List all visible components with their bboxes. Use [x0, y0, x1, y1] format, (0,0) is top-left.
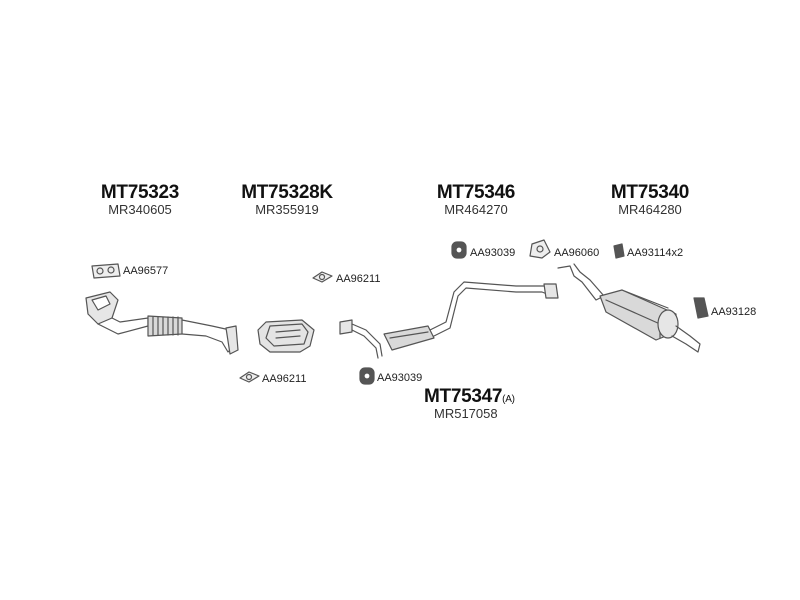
part-mt75323: MT75323 MR340605 — [88, 182, 192, 217]
part-number: MT75347 — [424, 386, 503, 407]
clamp-aa93114-icon — [613, 243, 625, 259]
accessory-label: AA96060 — [554, 247, 600, 259]
accessory-label: AA96211 — [262, 373, 307, 385]
part-number: MT75346 — [436, 182, 516, 203]
catalytic-converter-icon — [257, 319, 315, 353]
part-number: MT75340 — [610, 182, 690, 203]
accessory-label: AA96211 — [336, 273, 381, 285]
part-mt75328k: MT75328K MR355919 — [228, 182, 346, 217]
gasket-aa96577-icon — [91, 263, 121, 279]
hanger-aa93128-icon — [693, 297, 709, 319]
oem-number: MR464280 — [618, 202, 682, 217]
oem-number: MR355919 — [255, 202, 319, 217]
part-suffix: (A) — [502, 394, 515, 405]
part-mt75340: MT75340 MR464280 — [598, 182, 702, 217]
part-number-row: MT75347(A) — [424, 386, 550, 408]
hanger-aa93039-lower-icon — [359, 367, 375, 385]
oem-number: MR340605 — [108, 202, 172, 217]
accessory-label: AA93039 — [377, 372, 423, 384]
accessory-label: AA93039 — [470, 247, 516, 259]
oem-number: MR464270 — [444, 202, 508, 217]
part-number: MT75323 — [100, 182, 180, 203]
gasket-aa96060-icon — [529, 239, 551, 259]
part-mt75346: MT75346 MR464270 — [424, 182, 528, 217]
accessory-label: AA93128 — [711, 306, 757, 318]
accessory-label: AA96577 — [123, 265, 169, 277]
rear-silencer-icon — [557, 263, 701, 353]
accessory-label: AA93114x2 — [627, 247, 684, 259]
part-number: MT75328K — [241, 182, 333, 203]
gasket-aa96211-icon — [312, 271, 333, 283]
oem-number: MR517058 — [434, 406, 498, 421]
centre-silencer-icon — [339, 281, 559, 359]
gasket-aa96211-lower-icon — [239, 371, 260, 383]
part-mt75347: MT75347(A) MR517058 — [424, 386, 550, 421]
front-pipe-icon — [85, 291, 239, 355]
hanger-aa93039-icon — [451, 241, 467, 259]
